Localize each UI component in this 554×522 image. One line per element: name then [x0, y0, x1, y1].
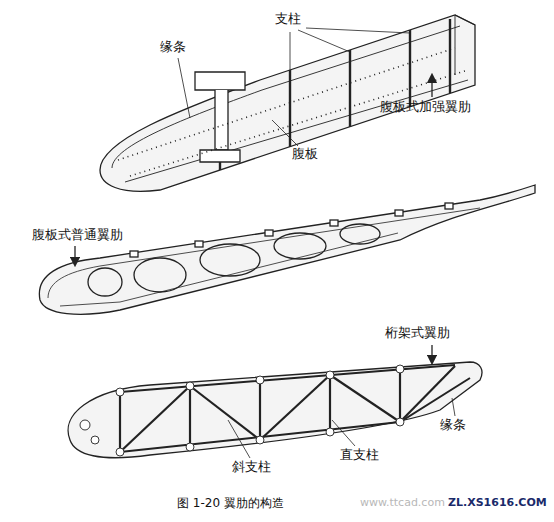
part-label: 斜支柱: [232, 460, 271, 474]
part-label: 腹板式普通翼肋: [32, 228, 123, 242]
part-label: 直支柱: [340, 448, 379, 462]
watermark: www.ttcad.com: [360, 497, 445, 509]
part-label: 缘条: [160, 40, 186, 54]
part-label: 缘条: [440, 418, 466, 432]
part-label: 腹板式加强翼肋: [380, 100, 471, 114]
part-label: 腹板: [292, 147, 318, 161]
part-label: 支柱: [275, 12, 301, 26]
part-label: 桁架式翼肋: [385, 326, 450, 340]
watermark: ZL.XS1616.COM: [448, 497, 547, 509]
figure-caption: 图 1-20 翼肋的构造: [177, 497, 284, 510]
